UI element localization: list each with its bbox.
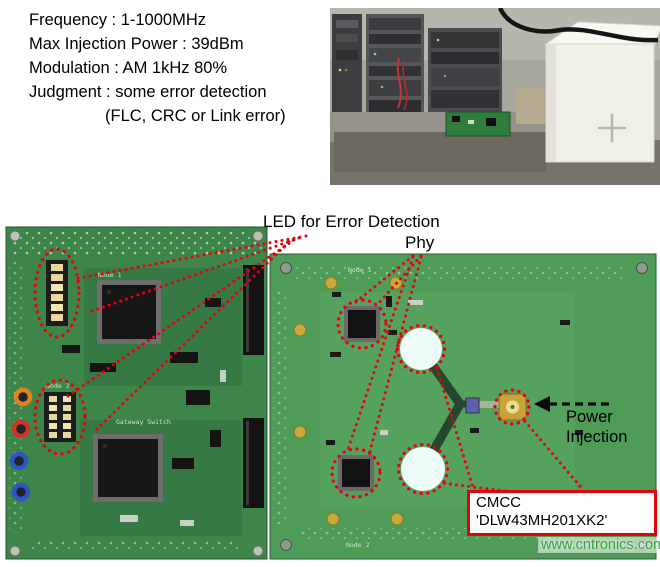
power-injection-connector [498, 393, 527, 421]
silkscreen-right-node2: Node 2 [346, 541, 370, 549]
foam-block [544, 21, 660, 163]
phy-circle-bottom [330, 447, 382, 499]
param-judgment: Judgment : some error detection [29, 83, 267, 101]
power-arrow-head [534, 396, 550, 412]
param-judgment-cont: (FLC, CRC or Link error) [105, 107, 286, 125]
instrument-stack [428, 28, 502, 114]
led-annotation-label: LED for Error Detection [263, 212, 440, 231]
left-pcb-board: Node 1 Gateway Switch Node 2 [5, 226, 268, 560]
coax-cable [497, 8, 659, 43]
led-ellipse-top [33, 247, 81, 339]
cmcc-part-number: 'DLW43MH201XK2' [476, 512, 608, 529]
edge-connector-top [243, 265, 264, 355]
power-injection-line2: Injection [566, 428, 628, 446]
phy-leader-1a [350, 254, 415, 307]
cmcc-callout-box: CMCC 'DLW43MH201XK2' [467, 490, 657, 536]
phy-chip-bottom [338, 455, 374, 491]
gold-test-pads [293, 276, 404, 526]
led-leader-1b [85, 236, 301, 315]
led-array-bottom [44, 392, 76, 442]
power-injection-line1: Power [566, 408, 613, 426]
phy-leader-2b [367, 255, 423, 457]
test-jack-blue-1 [9, 451, 29, 471]
test-jack-blue-2 [11, 482, 31, 502]
silkscreen-left-node2: Node 2 [46, 382, 70, 390]
node2-chip [93, 434, 163, 502]
cmcc-ring-top [395, 323, 447, 375]
cmcc-name: CMCC [476, 494, 521, 511]
side-box [516, 88, 546, 124]
watermark: www.cntronics.com [538, 537, 660, 553]
param-modulation: Modulation : AM 1kHz 80% [29, 59, 228, 77]
cmcc-component [465, 397, 480, 414]
dut-pcb [445, 111, 511, 137]
param-power: Max Injection Power : 39dBm [29, 35, 244, 53]
via-strip-right-left [273, 290, 286, 525]
cmcc-site-top [400, 328, 442, 370]
foam-cross-mark [598, 114, 626, 142]
phy-leader-2a [345, 255, 415, 454]
led-leader-2a [62, 238, 296, 401]
led-array-top [46, 260, 68, 326]
misc-components-right [326, 292, 583, 445]
test-jack-red [11, 419, 31, 439]
test-jack-orange [13, 387, 33, 407]
red-wire-2 [402, 59, 408, 111]
setup-photo [330, 8, 660, 185]
annotation-layer [33, 234, 612, 499]
led-leader-1a [72, 234, 308, 281]
cmcc-site-bottom [401, 447, 445, 491]
silkscreen-gateway: Gateway Switch [116, 418, 171, 426]
mounting-holes-left [9, 230, 264, 557]
power-injection-label: Power Injection [566, 407, 627, 447]
injection-circle [493, 388, 531, 426]
red-wire [396, 57, 402, 109]
phy-circle-top [336, 298, 388, 350]
node1-chip [97, 280, 161, 344]
edge-connector-bottom [243, 418, 264, 508]
param-frequency: Frequency : 1-1000MHz [29, 11, 206, 29]
via-strip-top [10, 231, 263, 257]
trace-to-connector [478, 401, 500, 408]
cmcc-ring-bottom [396, 442, 450, 496]
instrument-shelf [366, 14, 424, 118]
misc-components-left [62, 298, 226, 526]
silkscreen-right-node1: Node 1 [348, 266, 372, 274]
test-conditions-block: Frequency : 1-1000MHz Max Injection Powe… [29, 8, 286, 128]
cmcc-leader-bottom [440, 481, 507, 493]
work-table [330, 112, 550, 172]
phy-annotation-label: Phy [405, 233, 435, 252]
via-strip-bottom [30, 540, 240, 552]
silkscreen-left-node1: Node 1 [98, 271, 122, 279]
led-ellipse-bottom [33, 378, 87, 456]
phy-leader-1b [375, 254, 423, 307]
via-strip-right-top [292, 266, 622, 282]
phy-chip-top [344, 306, 380, 342]
